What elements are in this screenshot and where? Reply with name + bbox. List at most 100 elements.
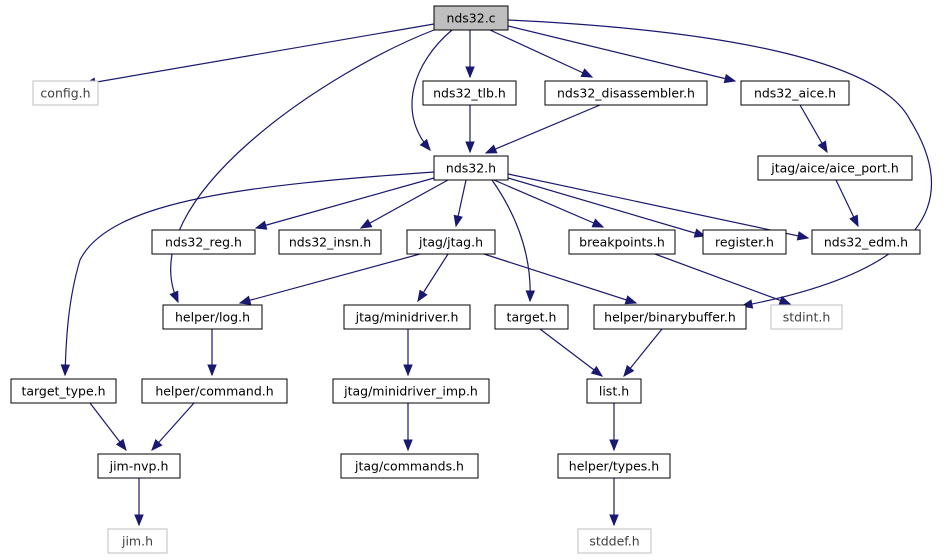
node-label: config.h bbox=[40, 86, 90, 101]
edge-line bbox=[491, 179, 531, 302]
node-register-h[interactable]: register.h bbox=[702, 229, 787, 255]
edge-line bbox=[483, 253, 637, 304]
node-box[interactable] bbox=[406, 229, 496, 255]
edge-target_type_h-to-jim_nvp_h bbox=[89, 402, 127, 452]
node-box[interactable] bbox=[811, 229, 921, 255]
arrowhead bbox=[609, 439, 619, 452]
node-box[interactable] bbox=[97, 453, 181, 479]
node-jim-h[interactable]: jim.h bbox=[107, 528, 168, 554]
node-box[interactable] bbox=[10, 378, 117, 404]
node-nds32-aice-h[interactable]: nds32_aice.h bbox=[740, 80, 850, 106]
node-jtag-minidriver-h[interactable]: jtag/minidriver.h bbox=[343, 304, 471, 330]
arrowhead bbox=[609, 514, 619, 527]
node-box[interactable] bbox=[568, 229, 676, 255]
arrowhead bbox=[525, 290, 536, 303]
node-label: nds32.c bbox=[446, 11, 495, 26]
node-label: register.h bbox=[715, 235, 774, 250]
node-label: helper/binarybuffer.h bbox=[604, 310, 736, 325]
node-nds32-tlb-h[interactable]: nds32_tlb.h bbox=[422, 80, 517, 106]
node-box[interactable] bbox=[740, 80, 850, 106]
arrowhead bbox=[417, 289, 428, 303]
node-box[interactable] bbox=[162, 304, 263, 330]
arrowhead bbox=[723, 73, 737, 84]
node-box[interactable] bbox=[557, 453, 671, 479]
node-label: nds32_aice.h bbox=[754, 86, 836, 101]
node-box[interactable] bbox=[433, 5, 509, 31]
node-box[interactable] bbox=[32, 80, 99, 106]
edge-list_h-to-helper_types_h bbox=[609, 403, 619, 452]
node-label: jtag/jtag.h bbox=[418, 235, 483, 250]
node-nds32-disassembler-h[interactable]: nds32_disassembler.h bbox=[544, 80, 708, 106]
node-nds32-reg-h[interactable]: nds32_reg.h bbox=[151, 229, 256, 255]
node-label: jtag/minidriver.h bbox=[355, 310, 459, 325]
arrowhead bbox=[60, 364, 71, 377]
node-box[interactable] bbox=[577, 528, 652, 554]
node-label: target_type.h bbox=[21, 384, 105, 399]
edge-jtag_jtag_h-to-jtag_minidriver_h bbox=[417, 253, 449, 303]
node-box[interactable] bbox=[494, 304, 569, 330]
node-list-h[interactable]: list.h bbox=[586, 378, 642, 404]
node-label: helper/types.h bbox=[569, 459, 659, 474]
arrowhead bbox=[484, 144, 498, 154]
edge-nds32_c-to-helper_log_h bbox=[169, 29, 435, 304]
arrowhead bbox=[796, 231, 810, 241]
edge-helper_command_h-to-jim_nvp_h bbox=[151, 402, 195, 452]
node-label: nds32.h bbox=[446, 161, 496, 176]
node-helper-binarybuffer-h[interactable]: helper/binarybuffer.h bbox=[593, 304, 747, 330]
node-label: jtag/commands.h bbox=[354, 459, 464, 474]
edge-nds32_h-to-breakpoints_h bbox=[493, 179, 605, 228]
node-nds32-c[interactable]: nds32.c bbox=[433, 5, 509, 31]
node-jtag-jtag-h[interactable]: jtag/jtag.h bbox=[406, 229, 496, 255]
edge-line bbox=[507, 25, 736, 82]
edge-line bbox=[507, 177, 706, 237]
arrowhead bbox=[465, 141, 475, 154]
node-helper-log-h[interactable]: helper/log.h bbox=[162, 304, 263, 330]
node-helper-command-h[interactable]: helper/command.h bbox=[141, 378, 288, 404]
node-breakpoints-h[interactable]: breakpoints.h bbox=[568, 229, 676, 255]
node-box[interactable] bbox=[433, 155, 509, 181]
edge-jtag_jtag_h-to-helper_log_h bbox=[238, 253, 421, 305]
arrowhead bbox=[254, 220, 268, 230]
node-stdint-h[interactable]: stdint.h bbox=[770, 304, 843, 330]
node-label: stddef.h bbox=[589, 534, 639, 549]
node-box[interactable] bbox=[151, 229, 256, 255]
node-stddef-h[interactable]: stddef.h bbox=[577, 528, 652, 554]
node-box[interactable] bbox=[141, 378, 288, 404]
node-box[interactable] bbox=[586, 378, 642, 404]
edge-line bbox=[654, 253, 791, 305]
node-box[interactable] bbox=[422, 80, 517, 106]
node-target-h[interactable]: target.h bbox=[494, 304, 569, 330]
node-target-type-h[interactable]: target_type.h bbox=[10, 378, 117, 404]
node-helper-types-h[interactable]: helper/types.h bbox=[557, 453, 671, 479]
node-jtag-commands-h[interactable]: jtag/commands.h bbox=[340, 453, 479, 479]
node-box[interactable] bbox=[770, 304, 843, 330]
node-nds32-insn-h[interactable]: nds32_insn.h bbox=[278, 229, 382, 255]
node-label: target.h bbox=[507, 310, 557, 325]
node-label: nds32_insn.h bbox=[289, 235, 371, 250]
arrowhead bbox=[624, 295, 638, 305]
node-box[interactable] bbox=[544, 80, 708, 106]
node-nds32-h[interactable]: nds32.h bbox=[433, 155, 509, 181]
node-box[interactable] bbox=[332, 378, 490, 404]
node-jim-nvp-h[interactable]: jim-nvp.h bbox=[97, 453, 181, 479]
edge-target_h-to-list_h bbox=[539, 328, 604, 377]
edge-line bbox=[485, 104, 601, 154]
edge-line bbox=[507, 173, 809, 239]
node-nds32-edm-h[interactable]: nds32_edm.h bbox=[811, 229, 921, 255]
arrowhead bbox=[359, 218, 373, 229]
node-box[interactable] bbox=[107, 528, 168, 554]
node-box[interactable] bbox=[702, 229, 787, 255]
edge-nds32_c-to-nds32_disassembler_h bbox=[489, 29, 594, 78]
edge-nds32_h-to-jtag_jtag_h bbox=[453, 179, 467, 228]
node-box[interactable] bbox=[278, 229, 382, 255]
arrowhead bbox=[590, 365, 604, 377]
node-jtag-aice-aice-port-h[interactable]: jtag/aice/aice_port.h bbox=[757, 155, 913, 181]
arrowhead bbox=[849, 214, 859, 228]
node-box[interactable] bbox=[757, 155, 913, 181]
node-label: nds32_reg.h bbox=[165, 235, 242, 250]
node-box[interactable] bbox=[343, 304, 471, 330]
node-box[interactable] bbox=[593, 304, 747, 330]
node-config-h[interactable]: config.h bbox=[32, 80, 99, 106]
node-box[interactable] bbox=[340, 453, 479, 479]
node-jtag-minidriver-imp-h[interactable]: jtag/minidriver_imp.h bbox=[332, 378, 490, 404]
